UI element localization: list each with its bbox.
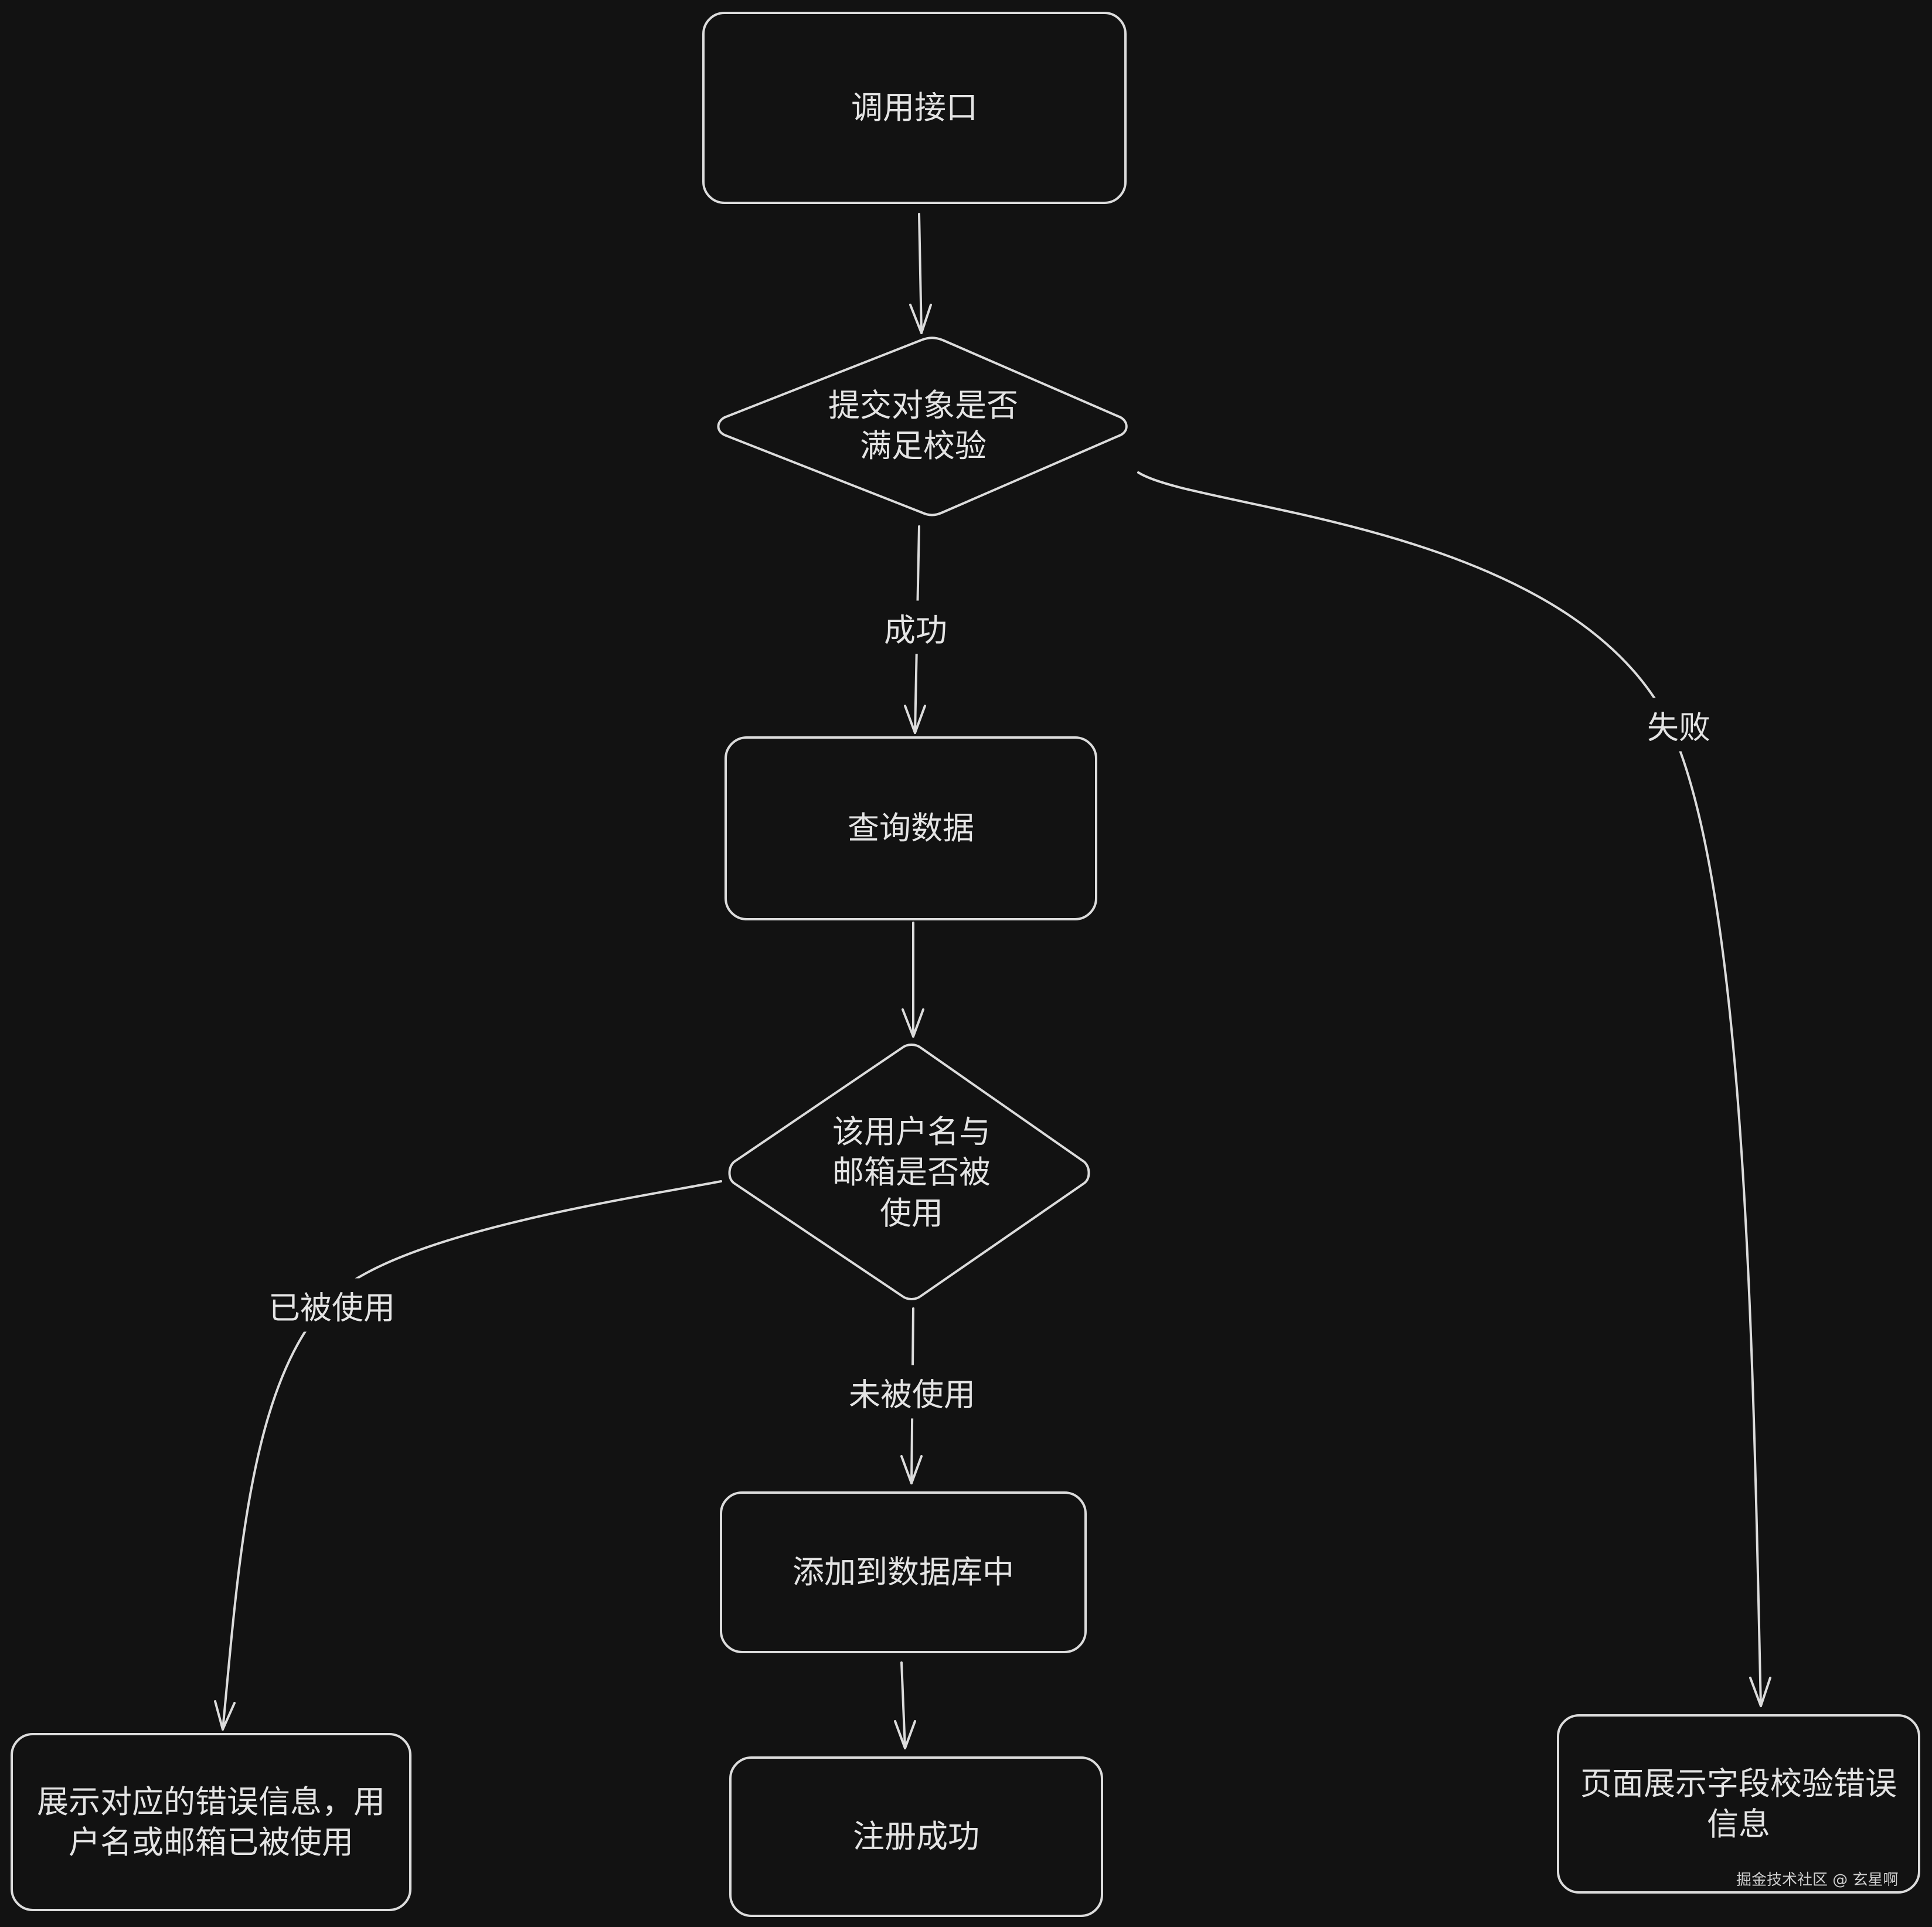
node-call-api[interactable]: 调用接口 [702, 12, 1127, 204]
arrowhead-check-to-query [904, 705, 926, 734]
arrowhead-used-to-add [900, 1455, 923, 1484]
edge-call-to-check [918, 213, 923, 334]
node-show-used-error[interactable]: 展示对应的错误信息，用 户名或邮箱已被使用 [11, 1733, 411, 1911]
edge-label-fail: 失败 [1641, 698, 1716, 752]
node-add-db[interactable]: 添加到数据库中 [720, 1491, 1087, 1653]
arrowhead-used-to-error [214, 1700, 236, 1731]
watermark: 掘金技术社区 @ 玄星啊 [1736, 1871, 1899, 1889]
decision-shape-validation [717, 337, 1128, 516]
arrowhead-query-to-used [902, 1008, 924, 1038]
edge-label-success: 成功 [878, 600, 953, 654]
arrowhead-add-to-register [894, 1720, 916, 1749]
decision-shape-user-used [728, 1044, 1090, 1300]
node-query-data[interactable]: 查询数据 [724, 736, 1097, 920]
edge-label-used: 已被使用 [263, 1278, 401, 1332]
arrowhead-check-to-field-error [1749, 1677, 1771, 1707]
arrowhead-call-to-check [909, 304, 932, 334]
node-check-submit[interactable]: 提交对象是否 满足校验 [828, 386, 1018, 464]
edge-used-to-error [222, 1180, 722, 1731]
edge-label-not-used: 未被使用 [843, 1365, 981, 1419]
edge-check-to-field-error [1137, 471, 1762, 1707]
node-show-field-error[interactable]: 页面展示字段校验错误 信息 [1557, 1714, 1920, 1894]
edge-add-to-register [900, 1661, 906, 1749]
node-register-ok[interactable]: 注册成功 [729, 1756, 1103, 1917]
node-check-used[interactable]: 该用户名与 邮箱是否被 使用 [832, 1113, 991, 1232]
